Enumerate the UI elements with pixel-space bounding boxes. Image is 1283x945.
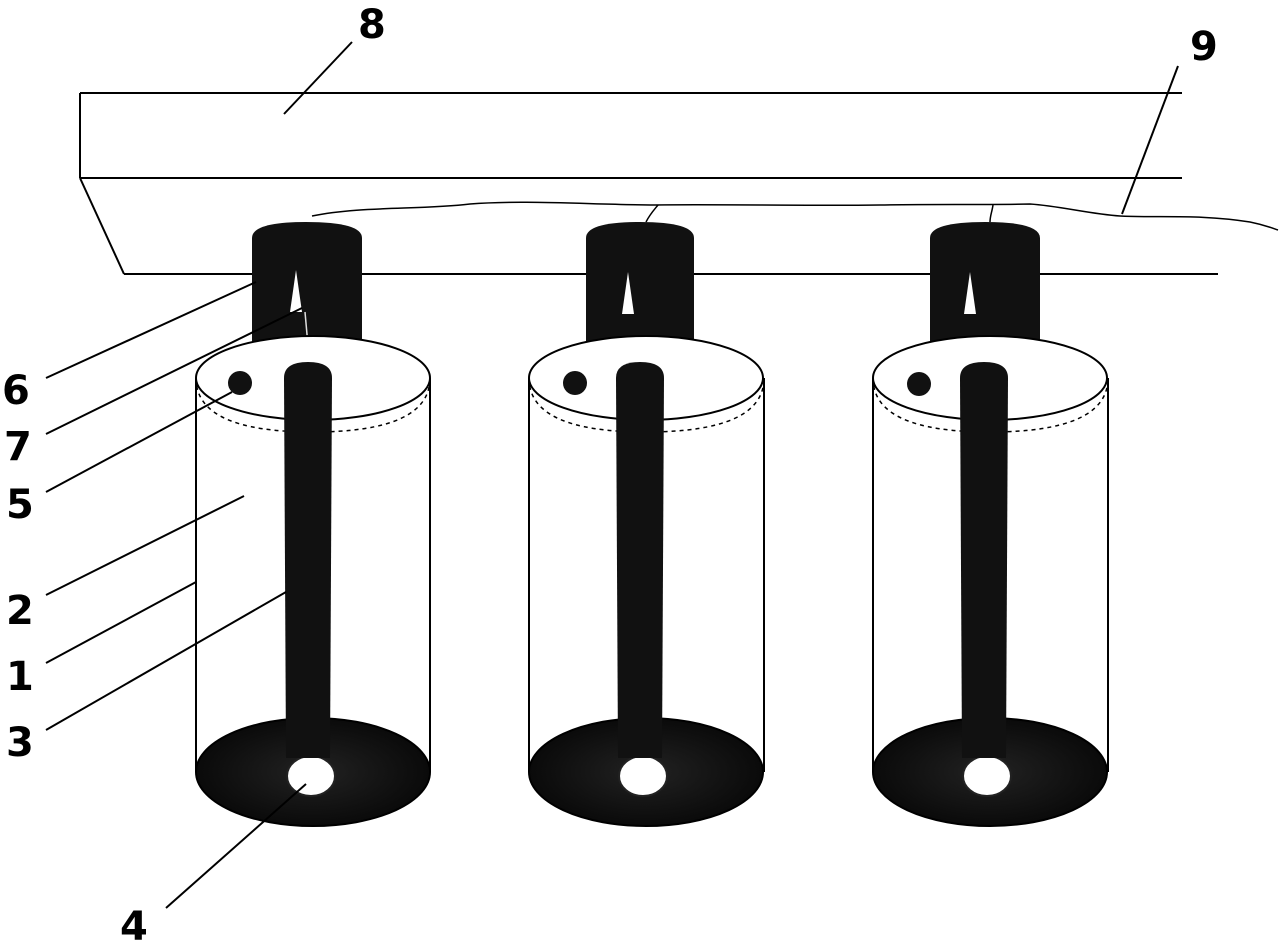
cell-unit-2 <box>528 222 765 827</box>
leader-9 <box>1121 65 1179 215</box>
label-5: 5 <box>6 482 34 528</box>
port-dot <box>228 371 252 395</box>
container-body <box>872 378 1109 772</box>
part-labels: 8 9 6 7 5 2 1 3 4 <box>2 2 1218 945</box>
spark-tip <box>290 270 302 312</box>
leader-7 <box>45 307 303 435</box>
wire <box>311 201 1279 231</box>
wire-drop-2 <box>645 204 659 223</box>
label-2: 2 <box>6 588 34 634</box>
label-1: 1 <box>6 654 34 700</box>
cap <box>586 222 694 345</box>
outlet-hole <box>962 755 1012 797</box>
leader-1 <box>45 581 197 664</box>
electrode-rod <box>960 362 1008 758</box>
label-8: 8 <box>358 2 386 48</box>
label-6: 6 <box>2 368 30 414</box>
electrode-rod <box>284 362 332 758</box>
cap <box>252 222 362 345</box>
electrode-rod <box>616 362 664 758</box>
leader-2 <box>45 495 245 596</box>
leader-4 <box>165 783 307 909</box>
port-dot <box>907 372 931 396</box>
leader-8 <box>283 41 353 115</box>
label-9: 9 <box>1190 24 1218 70</box>
outlet-hole <box>618 755 668 797</box>
spark-tip <box>622 272 634 314</box>
leader-5 <box>45 391 233 493</box>
port-dot <box>563 371 587 395</box>
leader-6 <box>45 281 257 379</box>
leader-lines <box>45 41 1179 909</box>
container-body <box>195 378 431 772</box>
label-3: 3 <box>6 720 34 766</box>
container-body <box>528 378 765 772</box>
cap <box>930 222 1040 345</box>
cell-unit-3 <box>872 222 1109 827</box>
label-4: 4 <box>120 904 148 945</box>
leader-3 <box>45 591 287 731</box>
wire-drop-3 <box>989 204 994 223</box>
label-7: 7 <box>4 424 32 470</box>
outlet-hole <box>286 755 336 797</box>
cell-unit-1 <box>195 222 431 827</box>
spark-tip <box>964 272 976 314</box>
